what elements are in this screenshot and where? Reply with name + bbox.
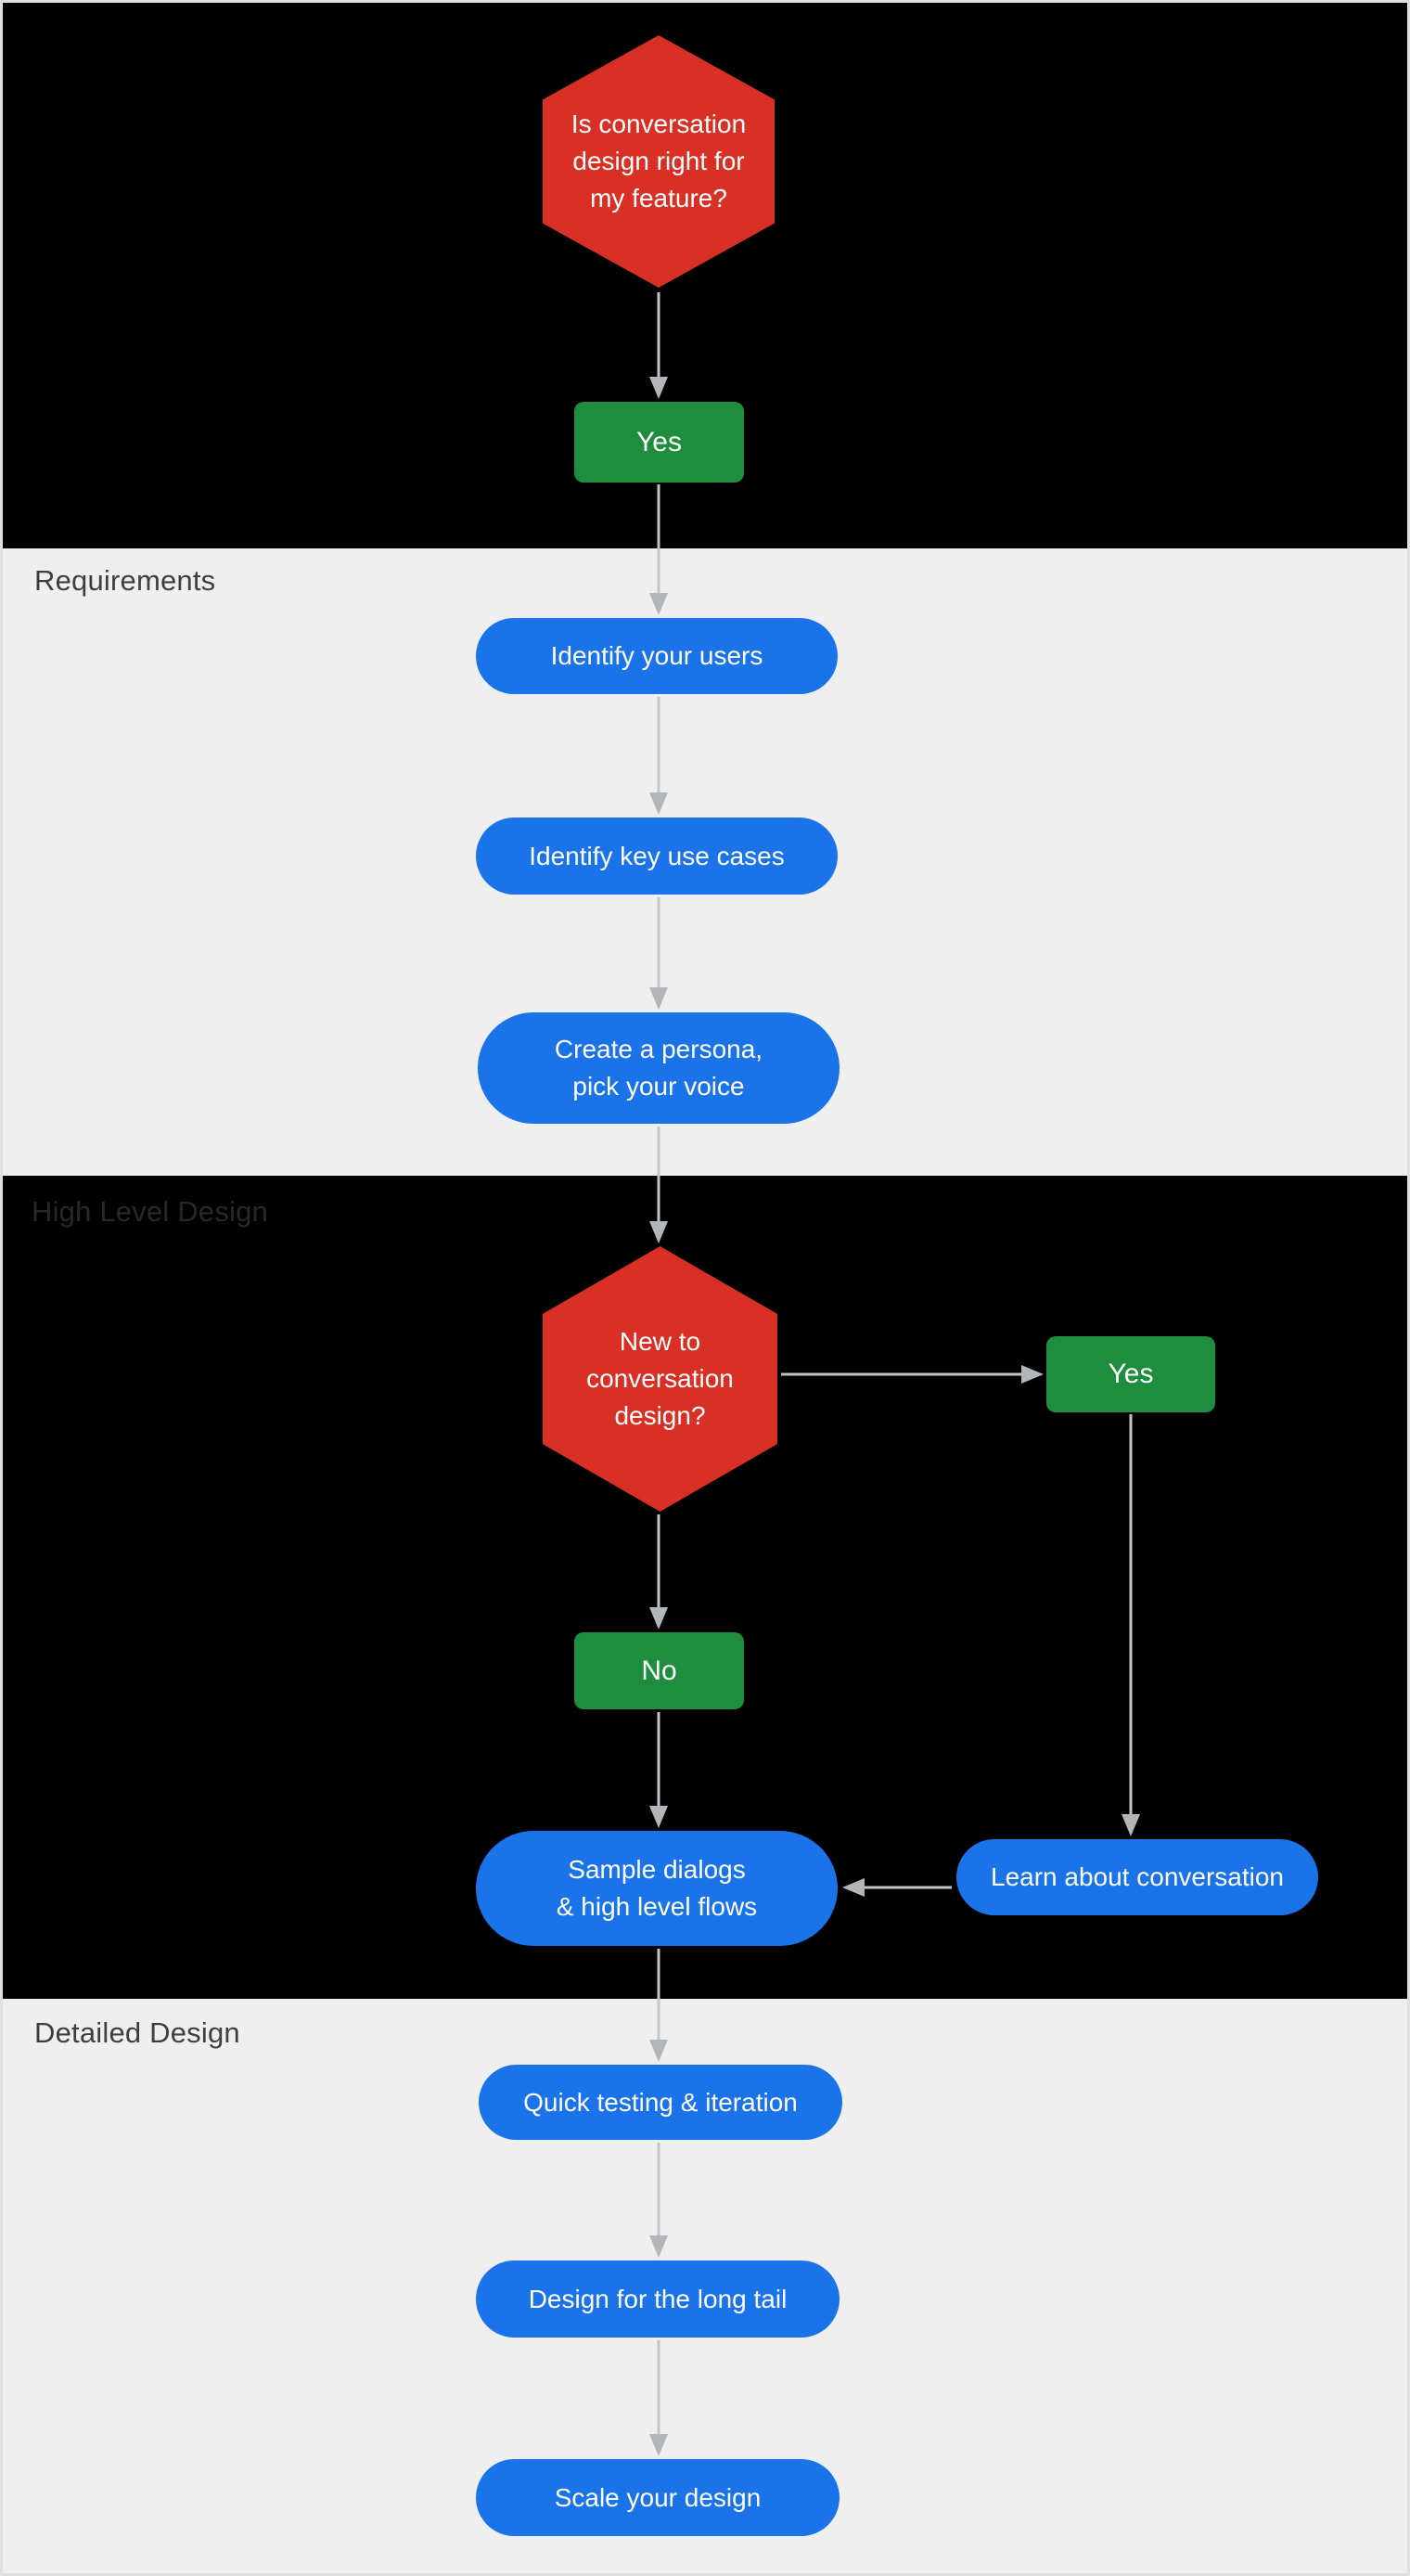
step-quick-testing-iteration: Quick testing & iteration [479, 2065, 842, 2140]
step-identify-key-use-cases: Identify key use cases [476, 818, 838, 895]
step-design-for-long-tail: Design for the long tail [476, 2260, 840, 2338]
step-create-persona-pick-voice: Create a persona, pick your voice [478, 1012, 840, 1124]
flow-connectors [649, 292, 1140, 2456]
step-learn-about-conversation: Learn about conversation [956, 1839, 1318, 1915]
step-scale-your-design: Scale your design [476, 2459, 840, 2536]
section-title-requirements: Requirements [34, 564, 216, 597]
section-title-high-level-design: High Level Design [32, 1195, 268, 1228]
answer-no: No [574, 1632, 744, 1709]
step-sample-dialogs-high-level-flows: Sample dialogs & high level flows [476, 1831, 838, 1946]
section-title-detailed-design: Detailed Design [34, 2016, 240, 2049]
step-identify-your-users: Identify your users [476, 618, 838, 694]
answer-yes-1: Yes [574, 402, 744, 483]
answer-yes-2: Yes [1046, 1336, 1215, 1412]
